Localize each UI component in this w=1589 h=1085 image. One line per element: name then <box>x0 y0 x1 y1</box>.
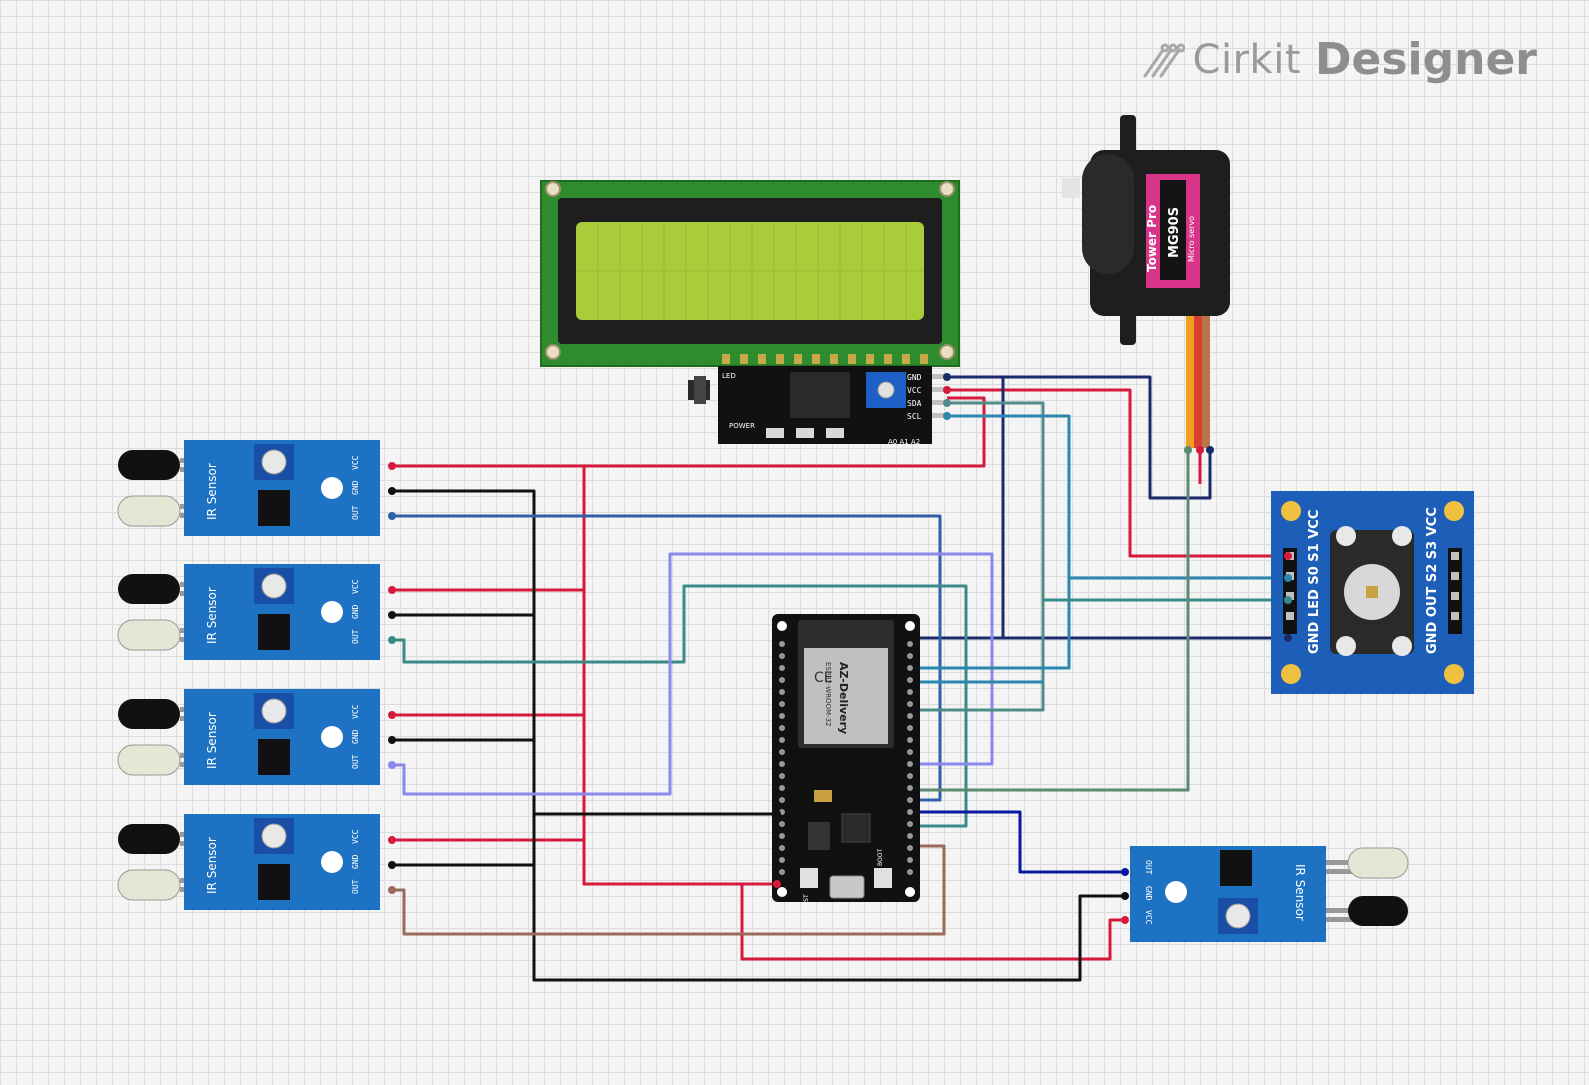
servo-model: MG90S <box>1167 207 1182 258</box>
wire-lcd-sda[interactable] <box>915 401 1045 712</box>
color-sensor-left-pins: GND LED S0 S1 VCC <box>1307 510 1322 654</box>
lcd-pin-sda: SDA <box>907 399 922 408</box>
lcd-mount-hole <box>939 181 955 197</box>
wire-vcc-right-ir[interactable] <box>740 882 1125 961</box>
esp32-boot-label: BOOT <box>877 849 884 866</box>
ir-sensor-3-pin-gnd: GND <box>351 729 360 744</box>
ir-sensor-5-pin-out: OUT <box>1144 860 1153 875</box>
ir-sensor-2-label: IR Sensor <box>205 587 219 644</box>
ir-sensor-5-pin-vcc: VCC <box>1144 910 1153 925</box>
ir-sensor-1-pin-out: OUT <box>351 505 360 520</box>
ir-sensor-3-label: IR Sensor <box>205 712 219 769</box>
ir-sensor-5-label: IR Sensor <box>1293 864 1307 921</box>
esp32-module: ESP32-WROOM-32 <box>824 662 832 727</box>
color-sensor-right-pins: GND OUT S2 S3 VCC <box>1425 507 1440 654</box>
ir-sensor-2-pin-vcc: VCC <box>351 579 360 594</box>
backpack-addr-label: A0 A1 A2 <box>888 438 920 446</box>
ir-sensor-5[interactable]: IR Sensor OUT GND VCC <box>1130 846 1409 942</box>
ir-sensor-1[interactable]: IR Sensor VCC GND OUT <box>117 440 380 536</box>
wire-vcc-color[interactable] <box>947 388 1288 558</box>
wire-ir1-out[interactable] <box>392 514 942 802</box>
usb-port[interactable] <box>829 875 865 899</box>
ir-sensor-3-pin-vcc: VCC <box>351 704 360 719</box>
esp32-rst-label: RST <box>803 894 810 906</box>
backpack-led-label: LED <box>722 372 736 380</box>
ir-sensor-2-pin-out: OUT <box>351 629 360 644</box>
ir-sensor-4-pin-vcc: VCC <box>351 829 360 844</box>
ir-sensor-4-pin-out: OUT <box>351 879 360 894</box>
ir-sensor-4-pin-gnd: GND <box>351 854 360 869</box>
servo-motor[interactable]: Tower Pro MG90S Micro servo <box>1062 115 1230 448</box>
servo-subtitle: Micro servo <box>1187 216 1196 262</box>
ir-sensor-1-pin-vcc: VCC <box>351 455 360 470</box>
lcd-mount-hole <box>939 344 955 360</box>
lcd-i2c-backpack[interactable]: LED POWER A0 A1 A2 GND VCC SDA SCL <box>688 366 946 446</box>
logo-text-cirkit: Cirkit <box>1192 36 1301 83</box>
logo-text-designer: Designer <box>1315 34 1537 85</box>
lcd-pin-vcc: VCC <box>907 386 922 395</box>
wire-gnd-bus[interactable] <box>392 489 1125 982</box>
wire-gnd-color[interactable] <box>915 375 1288 640</box>
ir-sensor-2-pin-gnd: GND <box>351 604 360 619</box>
wire-ir3-out[interactable] <box>392 552 994 796</box>
wire-color-s0[interactable] <box>915 576 1288 684</box>
ir-sensor-1-label: IR Sensor <box>205 463 219 520</box>
servo-brand: Tower Pro <box>1145 205 1159 272</box>
pin-markers <box>388 373 1292 924</box>
esp32-board[interactable]: CE AZ-Delivery ESP32-WROOM-32 RST BOOT <box>772 614 920 906</box>
lcd-display[interactable] <box>540 180 960 367</box>
ir-sensor-5-pin-gnd: GND <box>1144 886 1153 901</box>
lcd-pin-scl: SCL <box>907 412 922 421</box>
esp32-maker: AZ-Delivery <box>837 662 850 734</box>
wire-ir2-out[interactable] <box>392 584 968 828</box>
cirkit-logo-icon <box>1143 43 1185 77</box>
backpack-power-label: POWER <box>729 422 755 430</box>
ir-sensor-3[interactable]: IR Sensor VCC GND OUT <box>117 689 380 785</box>
wires <box>392 375 1288 982</box>
wire-ir4-out[interactable] <box>392 844 946 936</box>
lcd-mount-hole <box>545 181 561 197</box>
color-sensor-tcs3200[interactable]: GND LED S0 S1 VCC GND OUT S2 S3 VCC <box>1271 491 1474 694</box>
ir-sensor-4[interactable]: IR Sensor VCC GND OUT <box>117 814 380 910</box>
wire-servo-signal[interactable] <box>915 450 1190 792</box>
ir-sensor-4-label: IR Sensor <box>205 837 219 894</box>
wire-lcd-scl[interactable] <box>915 414 1071 670</box>
cirkit-designer-logo: Cirkit Designer <box>1141 34 1537 85</box>
ir-sensor-3-pin-out: OUT <box>351 754 360 769</box>
ir-sensor-2[interactable]: IR Sensor VCC GND OUT <box>117 564 380 660</box>
lcd-pin-gnd: GND <box>907 373 922 382</box>
contrast-potentiometer[interactable] <box>877 381 895 399</box>
ir-sensor-1-pin-gnd: GND <box>351 480 360 495</box>
wire-ir5-out[interactable] <box>915 810 1125 874</box>
wire-vcc-bus[interactable] <box>392 396 986 886</box>
esp32-ce-mark: CE <box>814 670 833 686</box>
lcd-mount-hole <box>545 344 561 360</box>
